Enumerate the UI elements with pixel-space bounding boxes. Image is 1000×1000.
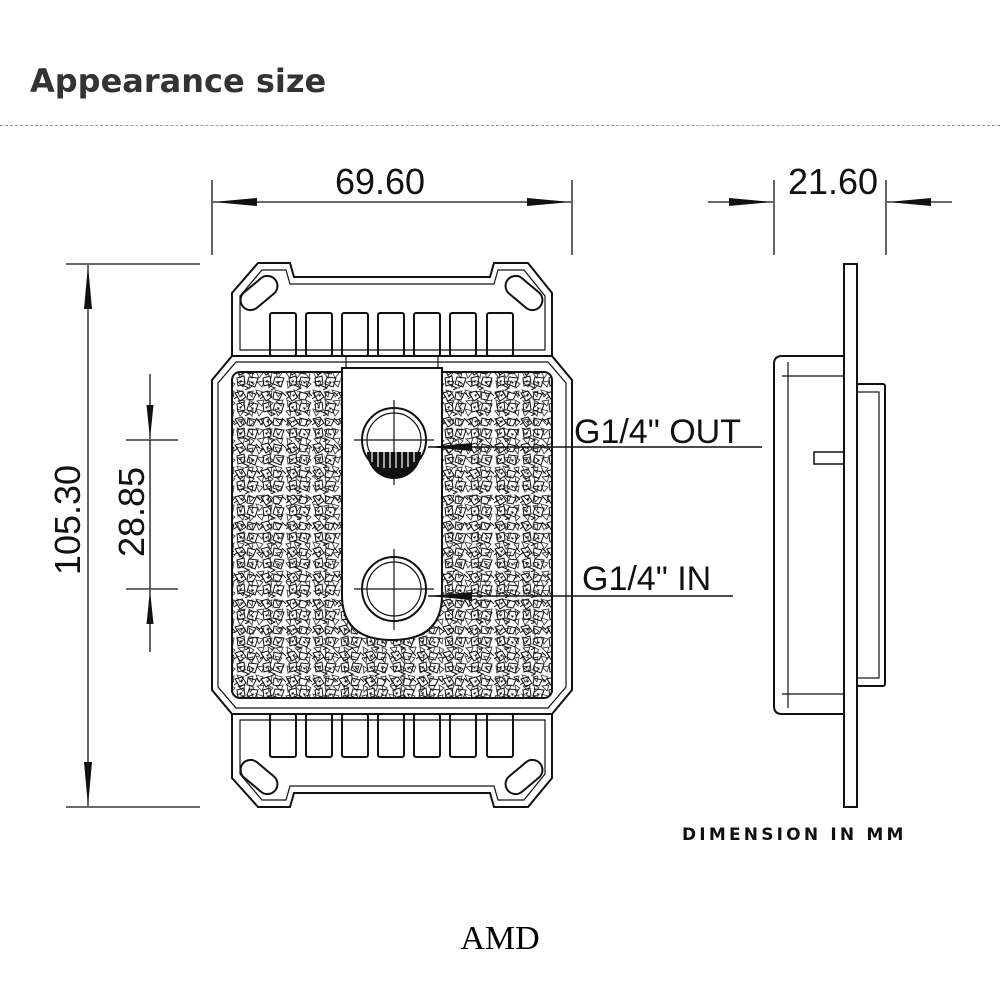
port-leaders bbox=[428, 443, 762, 600]
header-divider bbox=[0, 125, 1000, 126]
bottom-bracket bbox=[231, 713, 553, 808]
width-value: 69.60 bbox=[335, 161, 425, 202]
side-bracket bbox=[843, 263, 858, 808]
front-view bbox=[211, 262, 573, 808]
side-coldplate bbox=[856, 383, 886, 687]
unit-note: DIMENSION IN MM bbox=[682, 825, 907, 845]
top-left-mount-slot bbox=[239, 274, 279, 312]
page-title: Appearance size bbox=[30, 62, 327, 100]
port-spacing-value: 28.85 bbox=[111, 467, 152, 557]
out-port bbox=[354, 400, 434, 485]
side-tab bbox=[813, 451, 845, 465]
caption: AMD bbox=[460, 920, 540, 957]
bottom-right-mount-slot bbox=[504, 758, 544, 796]
in-port-label: G1/4" IN bbox=[582, 560, 711, 598]
depth-value: 21.60 bbox=[788, 161, 878, 202]
bottom-fins bbox=[269, 713, 514, 758]
out-port-label: G1/4" OUT bbox=[574, 413, 741, 451]
side-view bbox=[773, 263, 886, 808]
top-bracket bbox=[231, 262, 553, 357]
port-spacing-dimension bbox=[126, 374, 178, 652]
height-dimension bbox=[66, 263, 200, 808]
top-right-mount-slot bbox=[504, 274, 544, 312]
height-value: 105.30 bbox=[47, 465, 88, 575]
in-port bbox=[354, 549, 434, 630]
side-body bbox=[773, 355, 845, 715]
bottom-left-mount-slot bbox=[239, 758, 279, 796]
width-dimension bbox=[211, 180, 573, 255]
depth-dimension bbox=[708, 180, 952, 255]
